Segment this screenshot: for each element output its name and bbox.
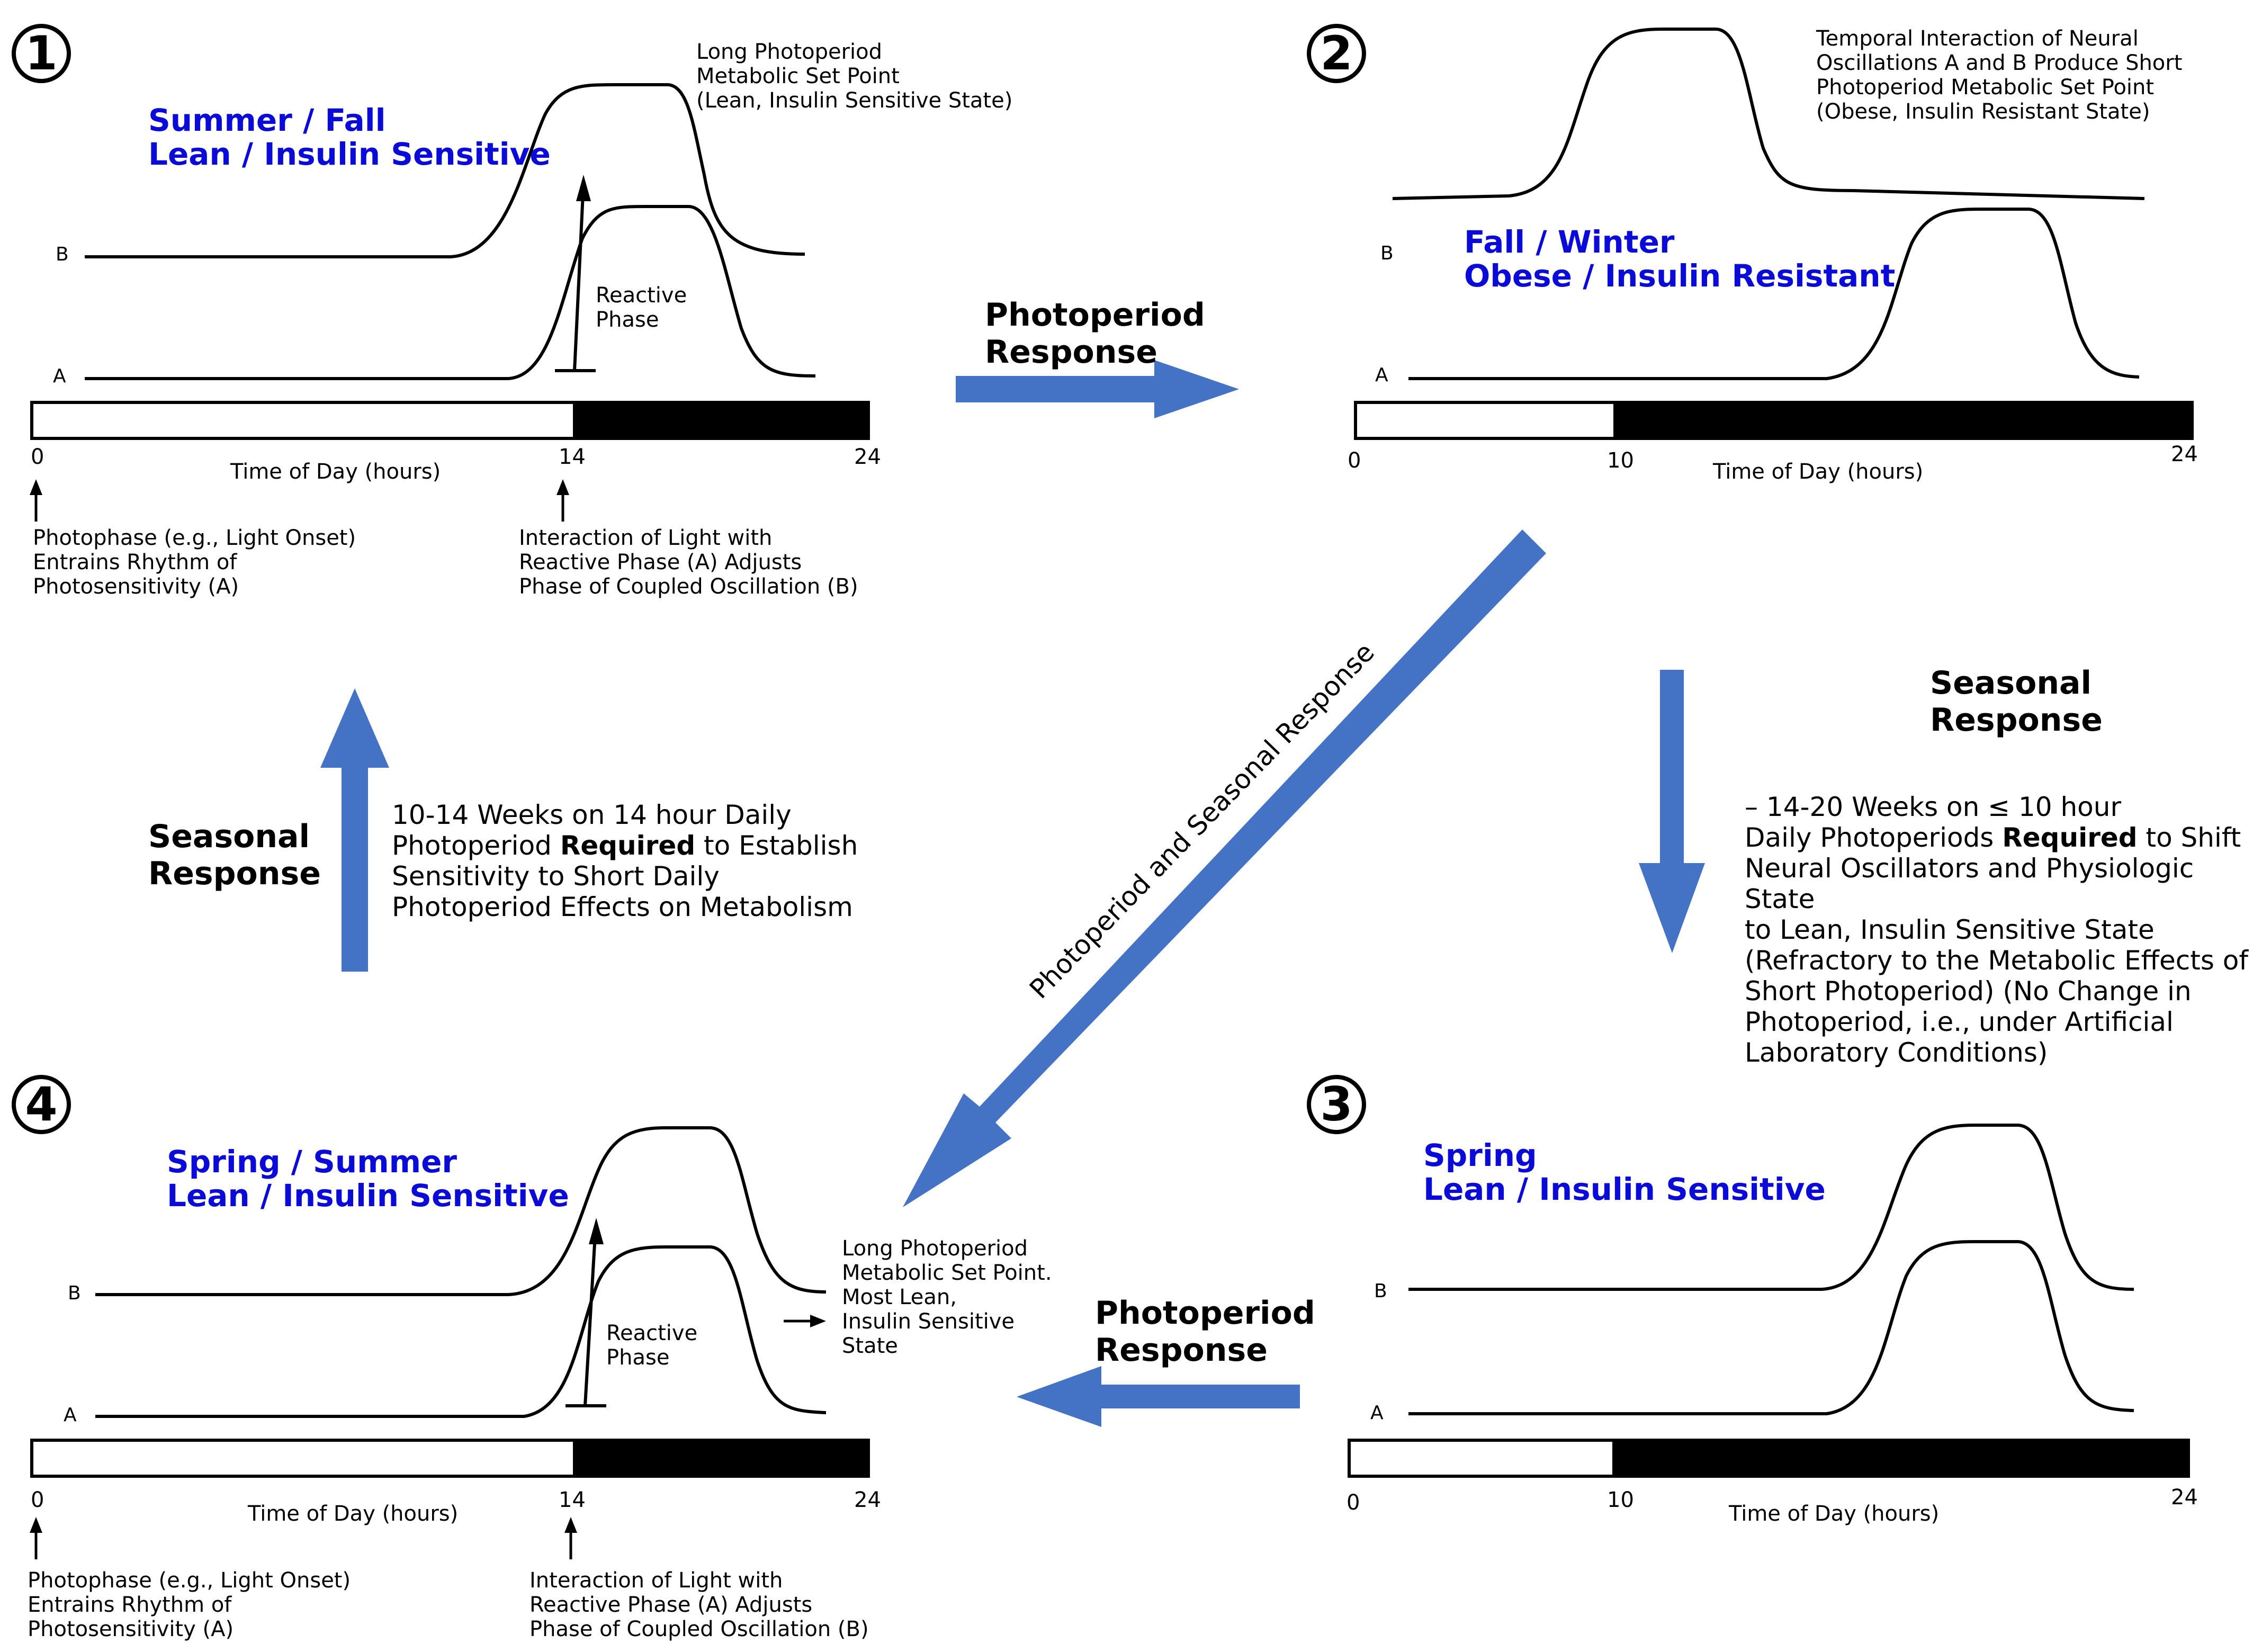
p4-curve-a <box>95 1245 827 1418</box>
arrow-seasonal-left <box>320 688 389 972</box>
seasonal-right-text: – 14-20 Weeks on ≤ 10 hour Daily Photope… <box>1745 792 2249 1068</box>
panel-4-number: 4 <box>12 1075 71 1134</box>
p1-tick-0: 0 <box>31 445 44 469</box>
p2-label-a: A <box>1375 364 1388 386</box>
seasonal-right-title: Seasonal Response <box>1930 665 2103 739</box>
p3-curve-a <box>1408 1240 2134 1415</box>
seasonal-left-text: 10-14 Weeks on 14 hour Daily Photoperiod… <box>392 800 858 922</box>
p4-dark-bar <box>573 1439 870 1478</box>
p2-tick-24: 24 <box>2171 442 2198 466</box>
p4-curve-b <box>95 1126 827 1296</box>
p3-curve-b <box>1408 1124 2134 1291</box>
p3-tick-0: 0 <box>1347 1491 1360 1515</box>
p3-label-b: B <box>1374 1280 1387 1302</box>
p1-note-left: Photophase (e.g., Light Onset) Entrains … <box>33 526 356 599</box>
p3-label-a: A <box>1370 1402 1384 1424</box>
p2-season-label: Fall / Winter Obese / Insulin Resistant <box>1464 224 1896 294</box>
panel-2-graph <box>1392 28 2145 380</box>
panel-3-number: 3 <box>1307 1075 1366 1134</box>
p4-light-bar <box>30 1439 576 1478</box>
p4-tick-0: 0 <box>31 1488 44 1512</box>
p1-tick-mid: 14 <box>559 445 586 469</box>
p1-label-a: A <box>53 365 66 387</box>
seasonal-left-title: Seasonal Response <box>148 818 321 892</box>
p4-reactive-label: Reactive Phase <box>606 1321 698 1370</box>
p1-season-label: Summer / Fall Lean / Insulin Sensitive <box>148 102 551 172</box>
panel-1-number: 1 <box>12 24 71 83</box>
p2-curve-b <box>1392 28 2145 200</box>
arrow-bottom-label: Photoperiod Response <box>1095 1295 1315 1369</box>
p3-light-bar <box>1348 1439 1615 1478</box>
p1-reactive-arrow <box>573 182 585 371</box>
arrow-diagonal <box>903 529 1546 1207</box>
p1-axis-label: Time of Day (hours) <box>230 460 441 484</box>
p4-reactive-arrowhead <box>589 1218 604 1244</box>
p4-tick-24: 24 <box>854 1488 881 1512</box>
p1-dark-bar <box>573 401 870 440</box>
p2-top-note: Temporal Interaction of Neural Oscillati… <box>1816 26 2183 124</box>
p3-season-label: Spring Lean / Insulin Sensitive <box>1423 1137 1826 1207</box>
p1-note-right: Interaction of Light with Reactive Phase… <box>519 526 858 599</box>
p1-curve-a <box>85 205 816 380</box>
p3-tick-mid: 10 <box>1607 1488 1634 1512</box>
p4-reactive-arrow <box>584 1225 597 1406</box>
panel-4-graph <box>95 1126 827 1418</box>
arrow-top-label: Photoperiod Response <box>985 297 1205 371</box>
p1-reactive-arrowhead <box>576 175 591 201</box>
p4-tick-mid: 14 <box>559 1488 586 1512</box>
arrow-photoperiod-top <box>956 360 1239 418</box>
panel-3-graph <box>1408 1124 2134 1415</box>
p2-tick-0: 0 <box>1348 448 1361 473</box>
p3-dark-bar <box>1612 1439 2190 1478</box>
p2-tick-mid: 10 <box>1607 448 1634 473</box>
arrow-photoperiod-bottom <box>1017 1366 1300 1427</box>
p1-reactive-label: Reactive Phase <box>596 283 687 332</box>
p1-label-b: B <box>56 244 69 265</box>
p4-note-left: Photophase (e.g., Light Onset) Entrains … <box>28 1568 351 1641</box>
p2-axis-label: Time of Day (hours) <box>1713 460 1924 484</box>
p1-top-note: Long Photoperiod Metabolic Set Point (Le… <box>696 40 1013 113</box>
p4-season-label: Spring / Summer Lean / Insulin Sensitive <box>167 1144 569 1214</box>
p1-tick-24: 24 <box>854 445 881 469</box>
p4-note-right: Interaction of Light with Reactive Phase… <box>529 1568 869 1641</box>
panel-1-graph <box>85 83 816 380</box>
panel-2-number: 2 <box>1307 24 1366 83</box>
p2-label-b: B <box>1380 243 1394 264</box>
p4-side-note: Long Photoperiod Metabolic Set Point. Mo… <box>842 1236 1052 1358</box>
p2-light-bar <box>1354 401 1617 440</box>
p3-axis-label: Time of Day (hours) <box>1729 1502 1940 1526</box>
p4-label-a: A <box>64 1404 77 1426</box>
p1-light-bar <box>30 401 576 440</box>
p1-curve-b <box>85 83 805 258</box>
p3-tick-24: 24 <box>2171 1485 2198 1510</box>
p2-curve-a <box>1408 208 2140 380</box>
p1-pointer-arrows <box>34 490 564 522</box>
p2-dark-bar <box>1613 401 2194 440</box>
p4-axis-label: Time of Day (hours) <box>248 1502 459 1526</box>
p4-label-b: B <box>68 1282 81 1304</box>
arrow-seasonal-right <box>1639 670 1705 953</box>
